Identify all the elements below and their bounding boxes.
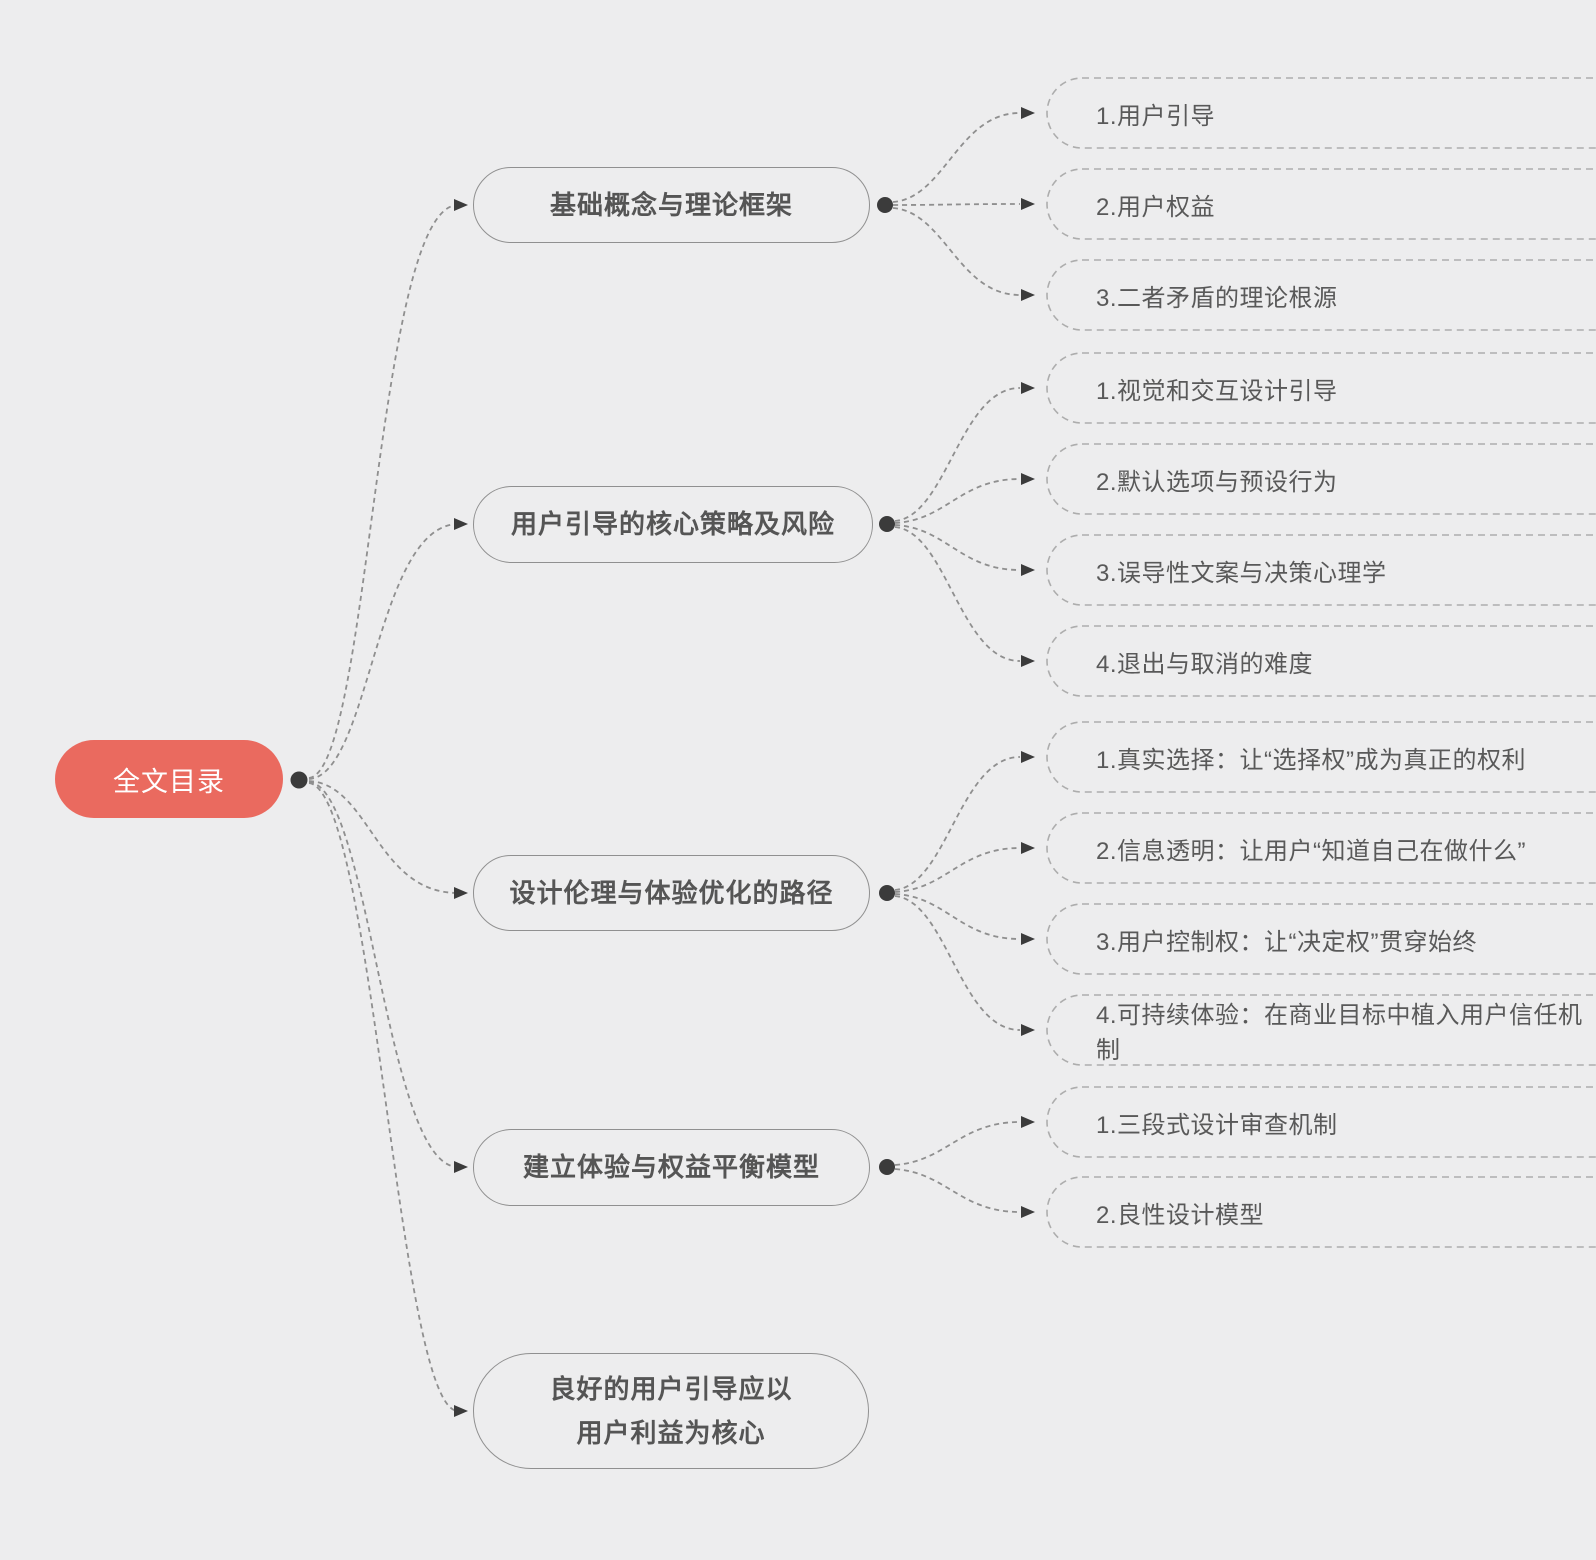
root-branch-connectors — [308, 199, 468, 1417]
child-node[interactable]: 4.可持续体验：在商业目标中植入用户信任机制 — [1046, 995, 1594, 1065]
child-node[interactable]: 2.信息透明：让用户“知道自己在做什么” — [1046, 813, 1594, 883]
child-node[interactable]: 3.二者矛盾的理论根源 — [1046, 260, 1594, 330]
child-label: 3.用户控制权：让“决定权”贯穿始终 — [1096, 928, 1477, 956]
child-label: 1.视觉和交互设计引导 — [1096, 377, 1338, 405]
child-node[interactable]: 1.用户引导 — [1046, 78, 1594, 148]
child-node[interactable]: 1.三段式设计审查机制 — [1046, 1087, 1594, 1157]
branch-node-strategies[interactable]: 用户引导的核心策略及风险 — [473, 486, 873, 563]
child-label: 3.误导性文案与决策心理学 — [1096, 559, 1387, 587]
child-node[interactable]: 3.用户控制权：让“决定权”贯穿始终 — [1046, 904, 1594, 974]
child-label: 4.可持续体验：在商业目标中植入用户信任机制 — [1096, 1002, 1583, 1064]
branch-label: 用户引导的核心策略及风险 — [510, 509, 835, 540]
child-label: 2.默认选项与预设行为 — [1096, 468, 1338, 496]
child-label: 2.用户权益 — [1096, 193, 1216, 221]
branch-label: 基础概念与理论框架 — [549, 189, 793, 220]
child-label: 1.用户引导 — [1096, 102, 1216, 130]
root-label: 全文目录 — [113, 766, 225, 797]
child-node[interactable]: 2.默认选项与预设行为 — [1046, 444, 1594, 514]
child-label: 2.良性设计模型 — [1096, 1201, 1265, 1229]
connector-dot — [290, 197, 895, 1175]
branch-node-balance-model[interactable]: 建立体验与权益平衡模型 — [473, 1129, 870, 1206]
branch-node-concepts[interactable]: 基础概念与理论框架 — [473, 167, 870, 243]
child-label: 4.退出与取消的难度 — [1096, 650, 1314, 678]
branch-label: 建立体验与权益平衡模型 — [522, 1152, 820, 1183]
child-label: 1.三段式设计审查机制 — [1096, 1111, 1338, 1139]
child-node-outlines — [1046, 77, 1596, 1248]
child-node[interactable]: 3.误导性文案与决策心理学 — [1046, 535, 1594, 605]
branch-label: 设计伦理与体验优化的路径 — [509, 877, 834, 908]
child-node[interactable]: 4.退出与取消的难度 — [1046, 626, 1594, 696]
child-label: 2.信息透明：让用户“知道自己在做什么” — [1096, 837, 1526, 865]
branch-label-line1: 良好的用户引导应以 — [549, 1373, 793, 1404]
child-node[interactable]: 2.用户权益 — [1046, 169, 1594, 239]
child-label: 3.二者矛盾的理论根源 — [1096, 284, 1338, 312]
branch-node-ethics[interactable]: 设计伦理与体验优化的路径 — [473, 855, 870, 931]
root-node[interactable]: 全文目录 — [55, 740, 283, 818]
child-label: 1.真实选择：让“选择权”成为真正的权利 — [1096, 746, 1526, 774]
child-node[interactable]: 2.良性设计模型 — [1046, 1177, 1594, 1247]
branch-node-conclusion[interactable]: 良好的用户引导应以 用户利益为核心 — [473, 1353, 869, 1469]
branch-label-line2: 用户利益为核心 — [576, 1418, 766, 1448]
branch-child-connectors — [892, 107, 1035, 1218]
child-node[interactable]: 1.真实选择：让“选择权”成为真正的权利 — [1046, 722, 1594, 792]
child-node[interactable]: 1.视觉和交互设计引导 — [1046, 353, 1594, 423]
